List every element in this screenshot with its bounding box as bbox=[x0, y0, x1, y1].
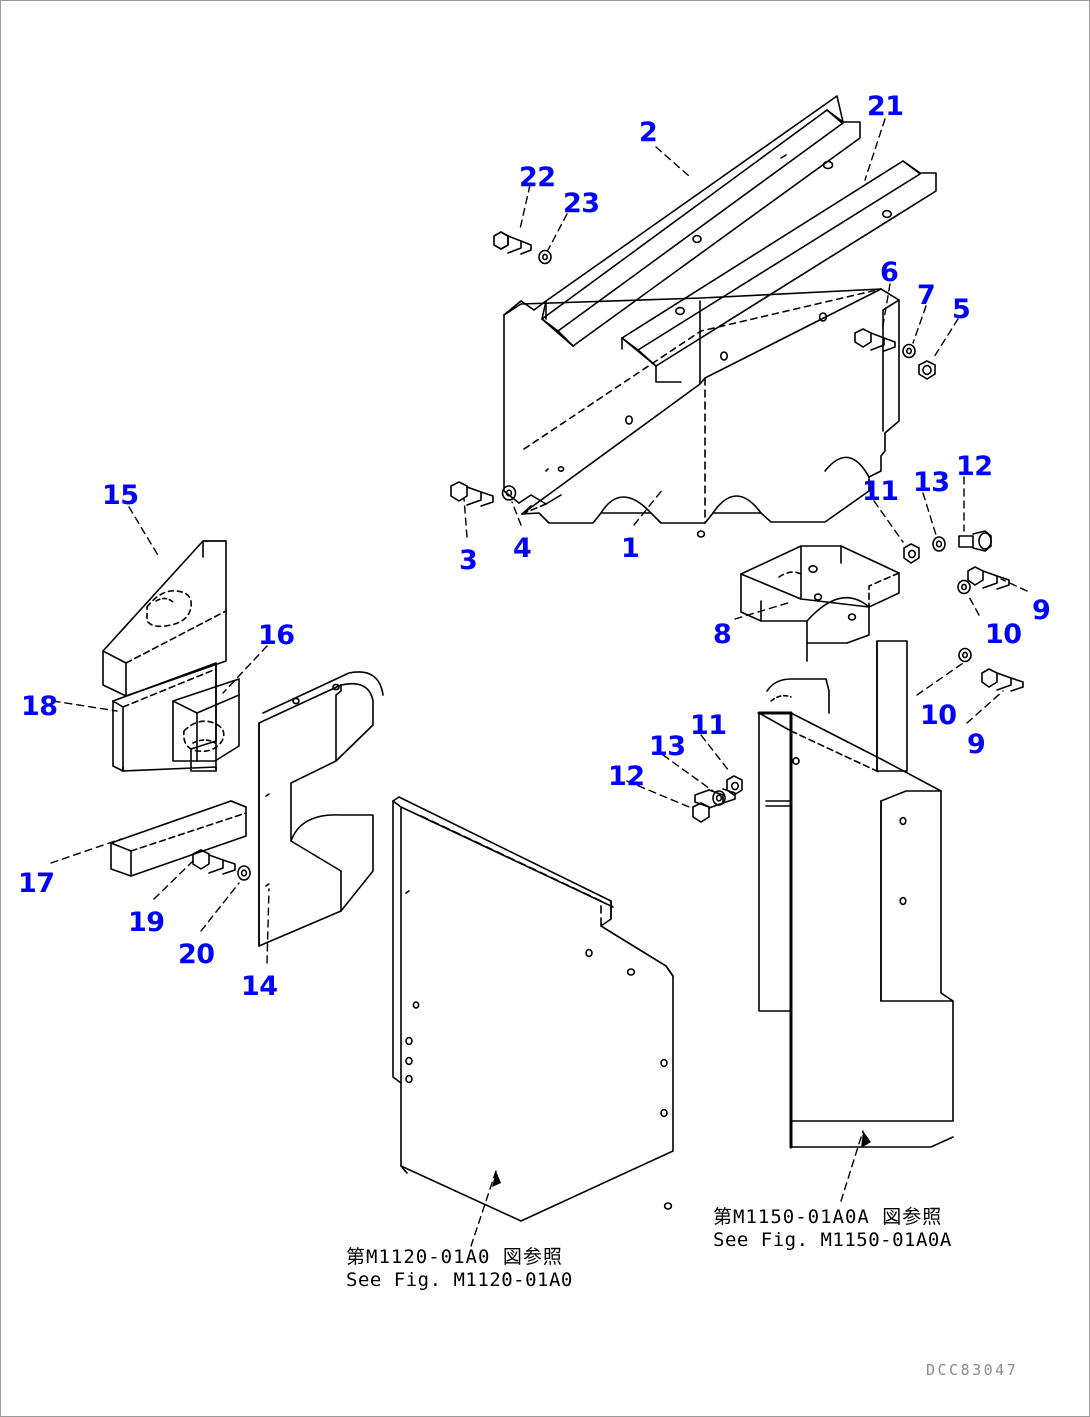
callout-number-13: 13 bbox=[649, 731, 686, 762]
part-1-panel bbox=[503, 288, 900, 538]
callout-number-9: 9 bbox=[967, 729, 986, 760]
callout-number-17: 17 bbox=[18, 868, 55, 899]
figure-reference-jp: 第M1120-01A0 図参照 bbox=[346, 1246, 563, 1268]
part-12-bolt-upper bbox=[958, 530, 992, 552]
callout-number-7: 7 bbox=[917, 280, 936, 311]
callout-number-15: 15 bbox=[102, 480, 139, 511]
part-17-sill bbox=[110, 800, 247, 877]
callout-number-8: 8 bbox=[713, 619, 732, 650]
part-10-plate-upper bbox=[876, 640, 908, 772]
part-18-panel bbox=[112, 662, 217, 772]
part-15-cover bbox=[102, 540, 227, 697]
part-9-bolt-lower bbox=[981, 668, 1024, 692]
part-8-bracket bbox=[740, 545, 900, 662]
part-16-latch bbox=[172, 678, 240, 762]
callout-number-12: 12 bbox=[956, 451, 993, 482]
part-23-washer bbox=[538, 249, 552, 265]
drawing-number: DCC83047 bbox=[926, 1361, 1019, 1379]
figure-reference-en: See Fig. M1150-01A0A bbox=[713, 1229, 952, 1251]
part-4-washer bbox=[501, 485, 517, 501]
callout-number-11: 11 bbox=[690, 710, 727, 741]
part-7-washer bbox=[902, 343, 916, 359]
callout-number-19: 19 bbox=[128, 907, 165, 938]
part-10-washer-upper bbox=[957, 579, 971, 595]
callout-number-12: 12 bbox=[608, 761, 645, 792]
figure-reference-jp: 第M1150-01A0A 図参照 bbox=[713, 1206, 943, 1228]
callout-number-6: 6 bbox=[880, 257, 899, 288]
part-2-rail bbox=[541, 95, 861, 347]
callout-number-1: 1 bbox=[621, 533, 640, 564]
callout-number-23: 23 bbox=[563, 188, 600, 219]
callout-number-4: 4 bbox=[513, 533, 532, 564]
figure-reference-en: See Fig. M1120-01A0 bbox=[346, 1269, 573, 1291]
callout-number-10: 10 bbox=[920, 700, 957, 731]
part-3-bolt bbox=[450, 481, 494, 507]
callout-number-3: 3 bbox=[459, 545, 478, 576]
part-13-washer-upper bbox=[932, 536, 946, 552]
part-14-plate bbox=[258, 671, 384, 947]
part-20-washer bbox=[237, 865, 251, 881]
callout-number-14: 14 bbox=[241, 971, 278, 1002]
part-6-bolt bbox=[854, 328, 896, 352]
right-door bbox=[758, 678, 954, 1148]
part-19-bolt bbox=[192, 849, 236, 875]
part-12-bolt-lower bbox=[692, 788, 736, 823]
callout-number-5: 5 bbox=[952, 294, 971, 325]
callout-number-18: 18 bbox=[21, 691, 58, 722]
part-9-bolt-upper bbox=[967, 566, 1010, 590]
callout-number-21: 21 bbox=[867, 91, 904, 122]
callout-number-2: 2 bbox=[639, 117, 658, 148]
part-5-nut bbox=[918, 360, 936, 380]
lower-left-door bbox=[392, 796, 674, 1222]
callout-number-11: 11 bbox=[862, 476, 899, 507]
part-21-rail bbox=[621, 160, 937, 383]
part-22-bolt bbox=[493, 231, 532, 255]
callout-number-10: 10 bbox=[985, 619, 1022, 650]
part-11-washer-upper bbox=[903, 543, 920, 564]
callout-number-16: 16 bbox=[258, 620, 295, 651]
callout-number-13: 13 bbox=[913, 467, 950, 498]
callout-number-9: 9 bbox=[1032, 595, 1051, 626]
callout-number-20: 20 bbox=[178, 939, 215, 970]
callout-number-22: 22 bbox=[519, 162, 556, 193]
part-11-washer-lower bbox=[726, 775, 743, 796]
part-10-washer-lower bbox=[958, 647, 972, 663]
